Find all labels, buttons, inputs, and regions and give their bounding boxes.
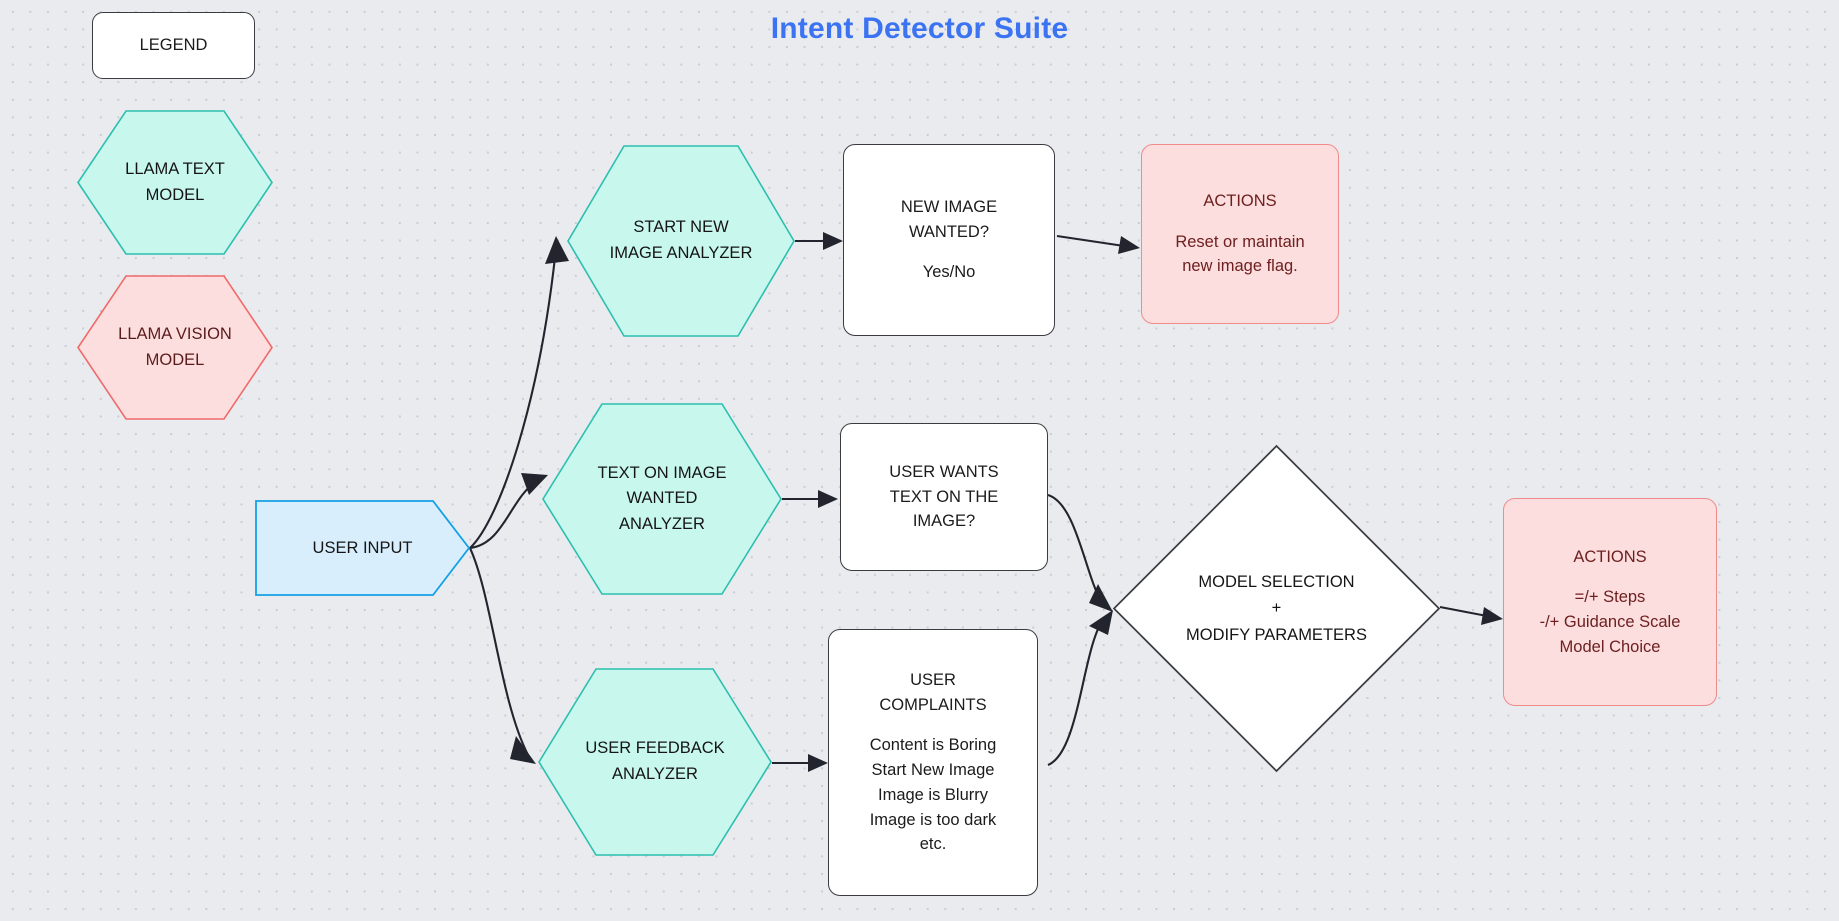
- node-user-feedback-analyzer[interactable]: USER FEEDBACK ANALYZER: [538, 668, 772, 856]
- node-title-line: IMAGE?: [912, 512, 976, 531]
- node-body-line: Content is Boring: [869, 736, 997, 755]
- node-start-new-image-analyzer[interactable]: START NEW IMAGE ANALYZER: [567, 145, 795, 337]
- pentagon-shape: [255, 500, 471, 596]
- node-actions-new-image-flag[interactable]: ACTIONS Reset or maintain new image flag…: [1141, 144, 1339, 324]
- hexagon-shape: [567, 145, 795, 337]
- node-body-line: Image is Blurry: [877, 785, 989, 804]
- edge-model-selection-to-actions-params: [1439, 605, 1503, 625]
- node-title-line: USER WANTS: [889, 462, 999, 481]
- node-new-image-wanted[interactable]: NEW IMAGE WANTED? Yes/No: [843, 144, 1055, 336]
- hexagon-shape: [77, 275, 273, 420]
- edge-user-wants-text-to-model-selection: [1047, 493, 1113, 612]
- legend-header-label: LEGEND: [139, 36, 208, 55]
- edge-user-complaints-to-model-selection: [1047, 610, 1113, 766]
- node-text-on-image-analyzer[interactable]: TEXT ON IMAGE WANTED ANALYZER: [542, 403, 782, 595]
- edge-start-new-to-new-image-wanted: [795, 232, 843, 250]
- node-body-line: -/+ Guidance Scale: [1539, 613, 1681, 631]
- node-body-line: Model Choice: [1559, 637, 1661, 656]
- legend-item-llama-vision-model: LLAMA VISION MODEL: [77, 275, 273, 420]
- edge-text-analyzer-to-user-wants-text: [782, 490, 838, 508]
- node-user-complaints[interactable]: USER COMPLAINTS Content is Boring Start …: [828, 629, 1038, 896]
- node-body-line: etc.: [919, 835, 947, 854]
- node-title-line: USER: [910, 670, 956, 689]
- edge-userinput-to-text-on-image: [469, 473, 548, 550]
- hexagon-shape: [77, 110, 273, 255]
- diamond-shape: [1112, 444, 1441, 773]
- node-title-line: ACTIONS: [1573, 547, 1647, 566]
- node-body-line: Start New Image: [871, 761, 995, 780]
- node-title-line: TEXT ON THE: [889, 487, 999, 506]
- node-title-line: WANTED?: [908, 222, 990, 241]
- legend-header-box: LEGEND: [92, 12, 255, 79]
- node-title-line: COMPLAINTS: [879, 695, 987, 714]
- edge-new-image-wanted-to-actions-flag: [1056, 234, 1140, 254]
- hexagon-shape: [538, 668, 772, 856]
- node-body-line: new image flag.: [1182, 257, 1298, 276]
- node-body-line: =/+ Steps: [1574, 588, 1646, 607]
- node-model-selection-modify-parameters[interactable]: MODEL SELECTION + MODIFY PARAMETERS: [1112, 444, 1441, 773]
- node-actions-parameters[interactable]: ACTIONS =/+ Steps -/+ Guidance Scale Mod…: [1503, 498, 1717, 706]
- node-title-line: NEW IMAGE: [900, 197, 998, 216]
- legend-item-llama-text-model: LLAMA TEXT MODEL: [77, 110, 273, 255]
- hexagon-shape: [542, 403, 782, 595]
- node-body-line: Yes/No: [922, 263, 976, 282]
- node-body-line: Image is too dark: [869, 810, 997, 829]
- node-user-input[interactable]: USER INPUT: [255, 500, 471, 596]
- node-user-wants-text-on-image[interactable]: USER WANTS TEXT ON THE IMAGE?: [840, 423, 1048, 571]
- node-body-line: Reset or maintain: [1175, 232, 1305, 251]
- page-title: Intent Detector Suite: [770, 12, 1069, 45]
- edge-user-feedback-to-user-complaints: [772, 754, 828, 772]
- edge-userinput-to-user-feedback: [469, 547, 536, 764]
- node-title-line: ACTIONS: [1203, 191, 1277, 210]
